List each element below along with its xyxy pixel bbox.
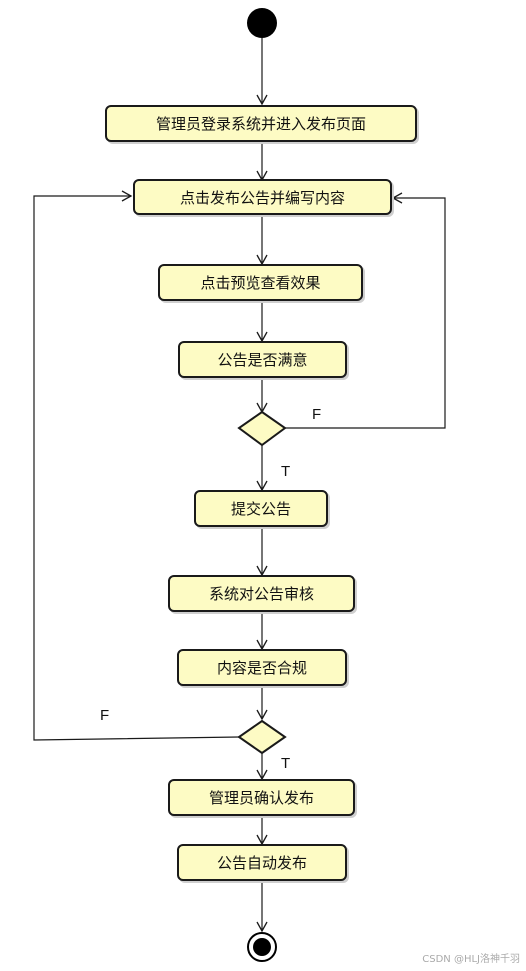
activity-write-announcement: 点击发布公告并编写内容 xyxy=(133,179,392,215)
guard-compliant-true-label: T xyxy=(281,755,291,772)
activity-check-compliant: 内容是否合规 xyxy=(177,649,347,686)
guard-satisfied-false-label: F xyxy=(312,406,322,423)
activity-login: 管理员登录系统并进入发布页面 xyxy=(105,105,417,142)
activity-auto-publish: 公告自动发布 xyxy=(177,844,347,881)
flow-decision1-false-loop xyxy=(285,192,446,429)
flow-decision2-false-loop xyxy=(33,190,240,741)
initial-node xyxy=(247,8,277,38)
activity-admin-confirm: 管理员确认发布 xyxy=(168,779,355,816)
decision-compliant-node xyxy=(237,719,287,755)
final-node-inner xyxy=(253,938,271,956)
guard-satisfied-true-label: T xyxy=(281,463,291,480)
activity-preview: 点击预览查看效果 xyxy=(158,264,363,301)
watermark: CSDN @HLJ洛神千羽 xyxy=(422,954,520,965)
decision-satisfied-node xyxy=(237,410,287,447)
guard-compliant-false-label: F xyxy=(100,707,110,724)
activity-system-review: 系统对公告审核 xyxy=(168,575,355,612)
activity-check-satisfied: 公告是否满意 xyxy=(178,341,347,378)
activity-submit: 提交公告 xyxy=(194,490,328,527)
